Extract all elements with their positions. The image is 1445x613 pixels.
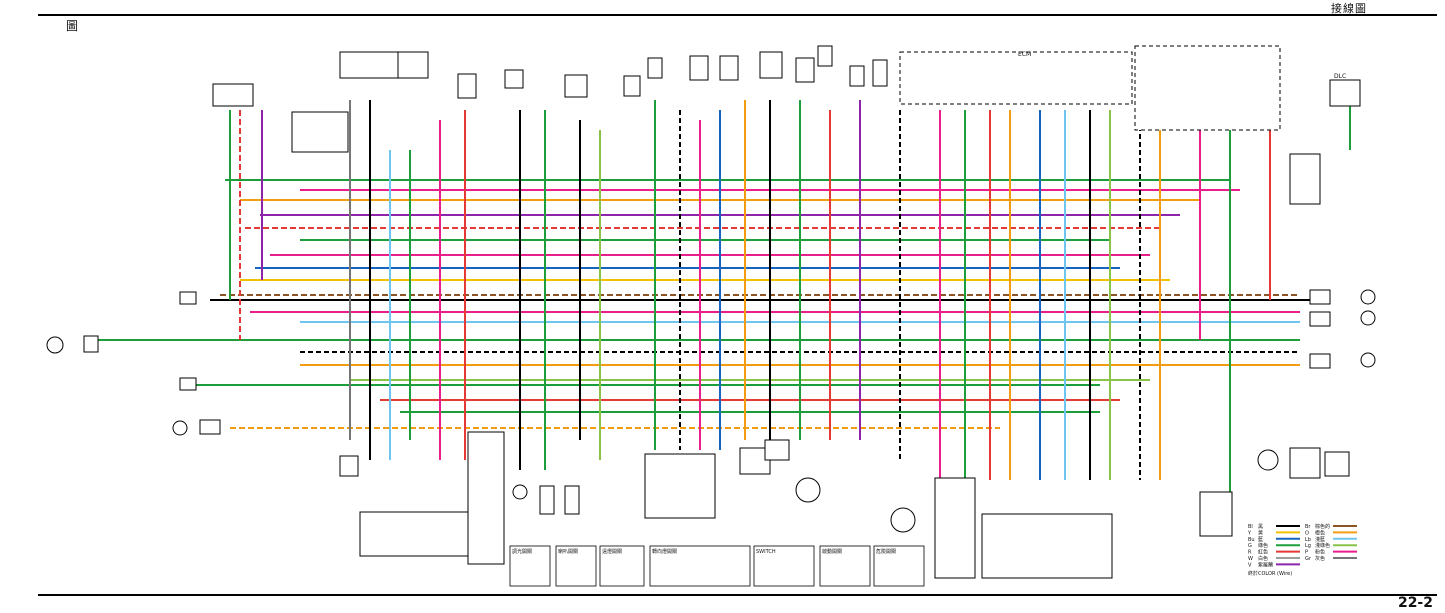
right-turn-lamp: [1360, 289, 1376, 305]
switch-table-title: SWITCH: [756, 549, 776, 555]
headlight-connector: [83, 335, 99, 353]
ground-terminal: [512, 484, 528, 500]
switch-table: [555, 545, 597, 587]
switch-table: [819, 545, 871, 587]
legend-name: 綠色: [1258, 542, 1268, 549]
headlight-symbol: [46, 336, 64, 354]
switch-table-title: 啟動開關: [822, 548, 842, 555]
right-turn-lamp-2: [1360, 310, 1376, 326]
legend-name: 淺藍: [1315, 536, 1325, 543]
sensor-connector: [872, 59, 888, 87]
tail-lamp: [1360, 352, 1376, 368]
ecm-unit: [899, 51, 1133, 105]
legend-code: Y: [1247, 530, 1252, 536]
turn-signal-connector: [179, 291, 197, 305]
legend-name: 紅色: [1258, 549, 1268, 556]
legend-code: Gr: [1305, 556, 1312, 562]
ground-connector: [339, 455, 359, 477]
rear-lamp-symbol: [172, 420, 188, 436]
relay-pack: [644, 453, 716, 519]
footer-rule: [38, 594, 1437, 596]
sensor-unit: [1199, 491, 1233, 537]
legend-footnote: 終於COLOR (Wire): [1248, 570, 1292, 577]
right-turn-connector: [1309, 289, 1331, 305]
rear-lamp-connector: [199, 419, 221, 435]
legend-code: W: [1248, 556, 1253, 562]
battery: [1324, 451, 1350, 477]
dlc-connector: [1329, 79, 1361, 107]
sensor-connector: [795, 57, 815, 83]
fuse-strip: [467, 431, 505, 565]
start-relay-connector: [339, 51, 401, 79]
legend-name: 紫羅蘭: [1258, 561, 1273, 568]
sensor-connector: [719, 55, 739, 81]
ignition-switch-box: [291, 111, 349, 153]
fuel-pump: [795, 477, 821, 503]
fuse-box: [1289, 153, 1321, 205]
tail-lamp-connector: [1309, 353, 1331, 369]
sensor-connector: [647, 57, 663, 79]
switch-table: [509, 545, 551, 587]
section-label: 圖: [66, 19, 79, 33]
right-turn-connector-2: [1309, 311, 1331, 327]
page-number: 22-2: [1397, 595, 1433, 611]
alternator-symbol: [890, 507, 916, 533]
sensor-connector: [623, 75, 641, 97]
legend-code: Bl: [1248, 524, 1253, 530]
sensor-connector: [564, 74, 588, 98]
header-rule: [38, 14, 1437, 16]
sensor-connector: [759, 51, 783, 79]
legend-name: 黃: [1258, 529, 1263, 536]
switch-cluster: [359, 511, 471, 557]
sensor-connector: [457, 73, 477, 99]
coil-component: [539, 485, 555, 515]
horn-connector: [179, 377, 197, 391]
switch-table: [753, 545, 815, 587]
legend-code: G: [1248, 543, 1252, 549]
legend-name: 橙色: [1315, 529, 1325, 536]
legend-code: P: [1305, 550, 1308, 556]
legend-code: R: [1248, 550, 1252, 556]
legend-name: 粉色: [1315, 549, 1325, 556]
legend-name: 黑: [1258, 524, 1263, 530]
legend-name: 藍: [1258, 536, 1263, 543]
legend-code: Bu: [1248, 537, 1255, 543]
sensor-connector: [504, 69, 524, 89]
legend-code: O: [1305, 530, 1309, 536]
legend-name: 灰色: [1315, 555, 1325, 562]
sensor-connector: [817, 45, 833, 67]
legend-code: Lg: [1305, 543, 1311, 549]
meter-connector: [212, 83, 254, 107]
starter-motor: [1257, 449, 1279, 471]
ecm-connector-block: [1134, 45, 1281, 131]
ignition-module: [981, 513, 1113, 579]
switch-table-title: 轉向燈開關: [652, 548, 677, 555]
switch-table: [649, 545, 751, 587]
relay-connector: [397, 51, 429, 79]
sensor-connector: [689, 55, 709, 81]
starter-relay: [1289, 447, 1321, 479]
relay: [764, 439, 790, 461]
legend-code: V: [1248, 562, 1252, 568]
switch-table-title: 危險開關: [876, 548, 896, 555]
regulator: [934, 477, 976, 579]
legend-name: 淺綠色: [1315, 542, 1330, 549]
legend-name: 棕色的: [1315, 523, 1330, 530]
legend-code: Lb: [1305, 537, 1311, 543]
switch-table: [599, 545, 645, 587]
legend-name: 白色: [1258, 555, 1268, 562]
switch-table: [873, 545, 925, 587]
legend-code: Br: [1305, 524, 1311, 530]
ecm-label: ECM: [1018, 51, 1031, 58]
switch-table-title: 調光開關: [512, 548, 532, 555]
switch-table-title: 遠燈開關: [602, 548, 622, 555]
sensor-connector: [849, 65, 865, 87]
page-title: 接線圖: [1331, 2, 1367, 15]
switch-table-title: 喇叭開關: [558, 548, 578, 555]
dlc-label: DLC: [1334, 73, 1346, 80]
coil-component: [564, 485, 580, 515]
